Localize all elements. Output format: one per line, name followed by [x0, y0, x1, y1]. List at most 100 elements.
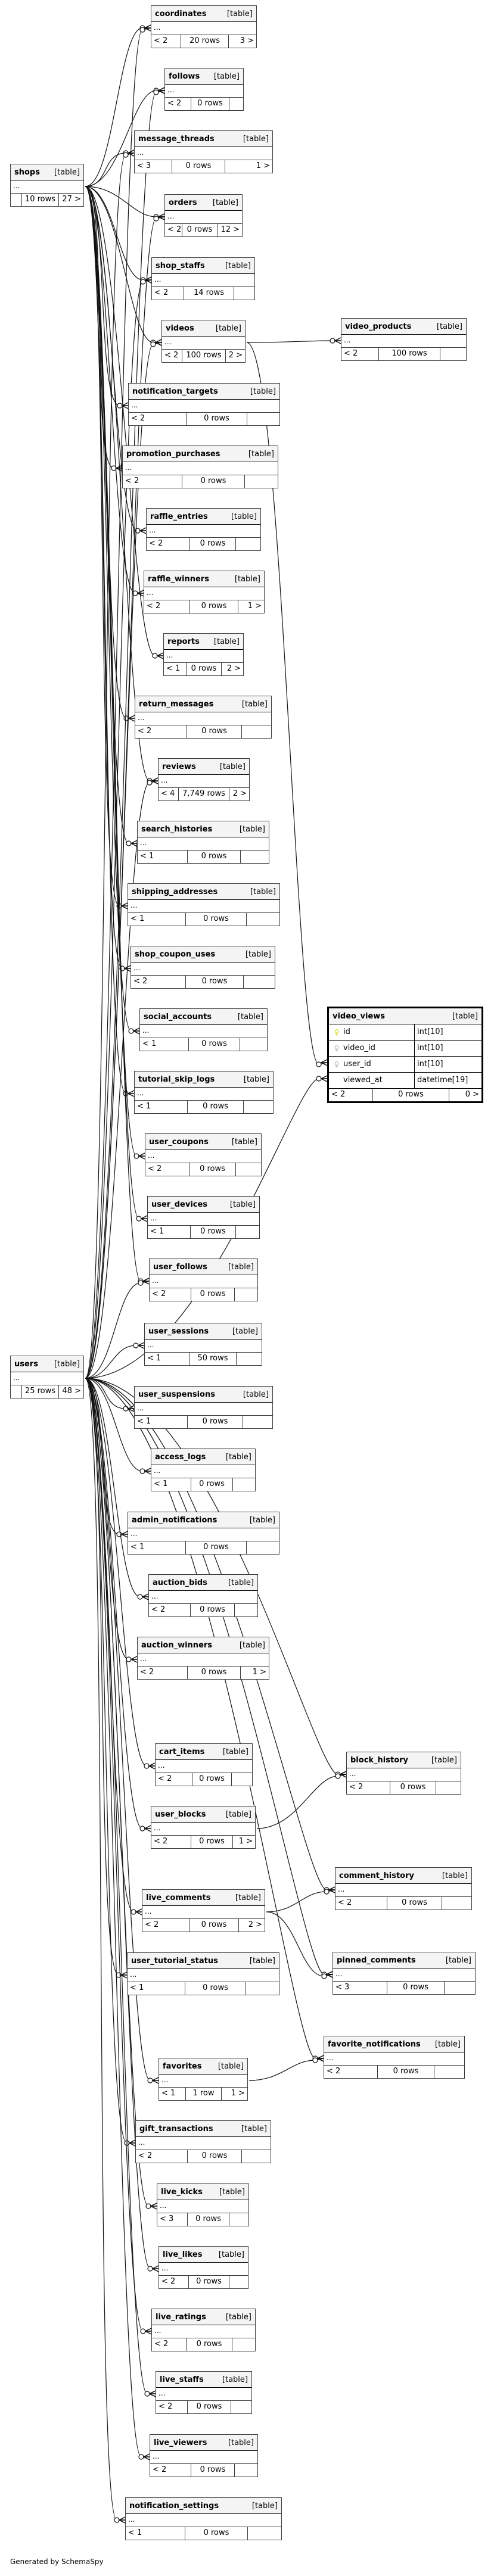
parent-count[interactable]: < 1: [128, 1982, 185, 1995]
columns-collapsed[interactable]: ...: [156, 2388, 251, 2401]
table-name[interactable]: notification_settings: [129, 2501, 219, 2510]
columns-collapsed[interactable]: ...: [11, 1372, 83, 1385]
table-access-logs[interactable]: access_logs [table] ... < 1 0 rows: [151, 1449, 256, 1491]
parent-count[interactable]: < 2: [145, 1163, 189, 1176]
table-name[interactable]: user_blocks: [155, 1809, 206, 1819]
table-reports[interactable]: reports [table] ... < 1 0 rows 2 >: [163, 633, 244, 676]
parent-count[interactable]: < 1: [138, 851, 188, 863]
child-count[interactable]: 1 >: [252, 1668, 266, 1677]
table-name[interactable]: gift_transactions: [139, 2124, 213, 2133]
table-name[interactable]: raffle_entries: [150, 512, 208, 521]
child-count[interactable]: [247, 1541, 279, 1554]
child-count[interactable]: 48 >: [62, 1387, 81, 1396]
child-count[interactable]: [247, 413, 279, 425]
child-count[interactable]: 0 >: [465, 1090, 479, 1099]
child-count[interactable]: [246, 1982, 279, 1995]
child-count[interactable]: [241, 851, 269, 863]
columns-collapsed[interactable]: ...: [151, 1465, 255, 1478]
child-count[interactable]: [248, 2527, 281, 2540]
table-name[interactable]: user_follows: [153, 1262, 207, 1272]
table-user-sessions[interactable]: user_sessions [table] ... < 1 50 rows: [144, 1323, 262, 1366]
table-orders[interactable]: orders [table] ... < 2 0 rows 12 >: [164, 194, 243, 237]
child-count[interactable]: 27 >: [62, 195, 81, 204]
child-count[interactable]: 2 >: [228, 351, 243, 360]
child-count[interactable]: [244, 976, 275, 988]
columns-collapsed[interactable]: ...: [128, 900, 279, 913]
table-name[interactable]: coordinates: [155, 9, 207, 18]
table-favorite-notifications[interactable]: favorite_notifications [table] ... < 2 0…: [324, 2036, 465, 2079]
table-name[interactable]: live_ratings: [156, 2312, 206, 2322]
table-name[interactable]: live_staffs: [160, 2375, 204, 2384]
table-live-comments[interactable]: live_comments [table] ... < 2 0 rows 2 >: [142, 1889, 265, 1932]
parent-count[interactable]: < 2: [151, 35, 181, 48]
columns-collapsed[interactable]: ...: [138, 1653, 269, 1667]
parent-count[interactable]: < 2: [335, 1897, 387, 1910]
parent-count[interactable]: [11, 1385, 22, 1398]
column-row[interactable]: ♀user_id int[10]: [329, 1057, 481, 1073]
table-shop-staffs[interactable]: shop_staffs [table] ... < 2 14 rows: [151, 257, 255, 300]
columns-collapsed[interactable]: ...: [324, 2052, 464, 2066]
columns-collapsed[interactable]: ...: [149, 1591, 257, 1604]
parent-count[interactable]: < 2: [149, 1604, 191, 1616]
child-count[interactable]: [240, 1038, 267, 1051]
table-live-viewers[interactable]: live_viewers [table] ... < 2 0 rows: [150, 2434, 258, 2477]
columns-collapsed[interactable]: ...: [151, 1823, 255, 1836]
table-admin-notifications[interactable]: admin_notifications [table] ... < 1 0 ro…: [128, 1512, 279, 1555]
table-tutorial-skip-logs[interactable]: tutorial_skip_logs [table] ... < 1 0 row…: [134, 1071, 274, 1114]
columns-collapsed[interactable]: ...: [145, 1150, 261, 1163]
table-name[interactable]: social_accounts: [144, 1012, 212, 1021]
table-name[interactable]: message_threads: [138, 134, 215, 144]
child-count[interactable]: [242, 2150, 271, 2163]
columns-collapsed[interactable]: ...: [165, 211, 242, 224]
child-count[interactable]: [442, 1897, 471, 1910]
child-count[interactable]: [244, 1101, 273, 1113]
parent-count[interactable]: < 2: [156, 1773, 192, 1786]
table-promotion-purchases[interactable]: promotion_purchases [table] ... < 2 0 ro…: [122, 446, 278, 488]
child-count[interactable]: [231, 2401, 251, 2413]
columns-collapsed[interactable]: ...: [138, 837, 269, 851]
table-shop-coupon-uses[interactable]: shop_coupon_uses [table] ... < 2 0 rows: [131, 946, 275, 989]
table-name[interactable]: shop_staffs: [156, 261, 205, 270]
columns-collapsed[interactable]: ...: [135, 712, 271, 725]
child-count[interactable]: [235, 1288, 257, 1301]
table-name[interactable]: live_kicks: [161, 2187, 203, 2197]
table-reviews[interactable]: reviews [table] ... < 4 7,749 rows 2 >: [158, 758, 250, 801]
table-name[interactable]: return_messages: [139, 699, 214, 709]
parent-count[interactable]: < 2: [138, 1667, 188, 1679]
columns-collapsed[interactable]: ...: [148, 1213, 259, 1226]
table-search-histories[interactable]: search_histories [table] ... < 1 0 rows: [137, 821, 269, 864]
parent-count[interactable]: < 2: [341, 348, 379, 360]
columns-collapsed[interactable]: ...: [147, 525, 260, 538]
child-count[interactable]: [234, 287, 254, 300]
table-user-tutorial-status[interactable]: user_tutorial_status [table] ... < 1 0 r…: [127, 1952, 279, 1995]
child-count[interactable]: [242, 725, 271, 738]
columns-collapsed[interactable]: ...: [135, 1088, 273, 1101]
columns-collapsed[interactable]: ...: [335, 1884, 471, 1897]
table-name[interactable]: shops: [14, 167, 40, 177]
table-name[interactable]: follows: [169, 71, 200, 81]
table-name[interactable]: access_logs: [155, 1452, 206, 1462]
table-name[interactable]: promotion_purchases: [126, 449, 220, 459]
parent-count[interactable]: < 1: [126, 2527, 185, 2540]
table-name[interactable]: user_devices: [151, 1200, 208, 1209]
columns-collapsed[interactable]: ...: [333, 1968, 475, 1982]
table-raffle-winners[interactable]: raffle_winners [table] ... < 2 0 rows 1 …: [144, 571, 265, 613]
columns-collapsed[interactable]: ...: [126, 2514, 281, 2527]
columns-collapsed[interactable]: ...: [150, 1275, 257, 1288]
table-name[interactable]: favorites: [163, 2061, 202, 2071]
parent-count[interactable]: < 2: [131, 976, 186, 988]
columns-collapsed[interactable]: ...: [136, 2137, 271, 2150]
table-name[interactable]: video_products: [345, 322, 412, 331]
columns-collapsed[interactable]: ...: [145, 1340, 262, 1353]
parent-count[interactable]: < 1: [159, 2088, 186, 2100]
child-count[interactable]: 12 >: [220, 225, 240, 234]
child-count[interactable]: [247, 913, 279, 926]
table-auction-winners[interactable]: auction_winners [table] ... < 2 0 rows 1…: [137, 1637, 269, 1680]
parent-count[interactable]: < 1: [135, 1416, 188, 1428]
child-count[interactable]: 1 >: [238, 1837, 253, 1846]
table-name[interactable]: shipping_addresses: [132, 887, 218, 896]
table-name[interactable]: user_tutorial_status: [131, 1956, 218, 1966]
table-message-threads[interactable]: message_threads [table] ... < 3 0 rows 1…: [134, 130, 273, 173]
columns-collapsed[interactable]: ...: [152, 274, 254, 287]
table-name[interactable]: user_coupons: [149, 1137, 209, 1147]
